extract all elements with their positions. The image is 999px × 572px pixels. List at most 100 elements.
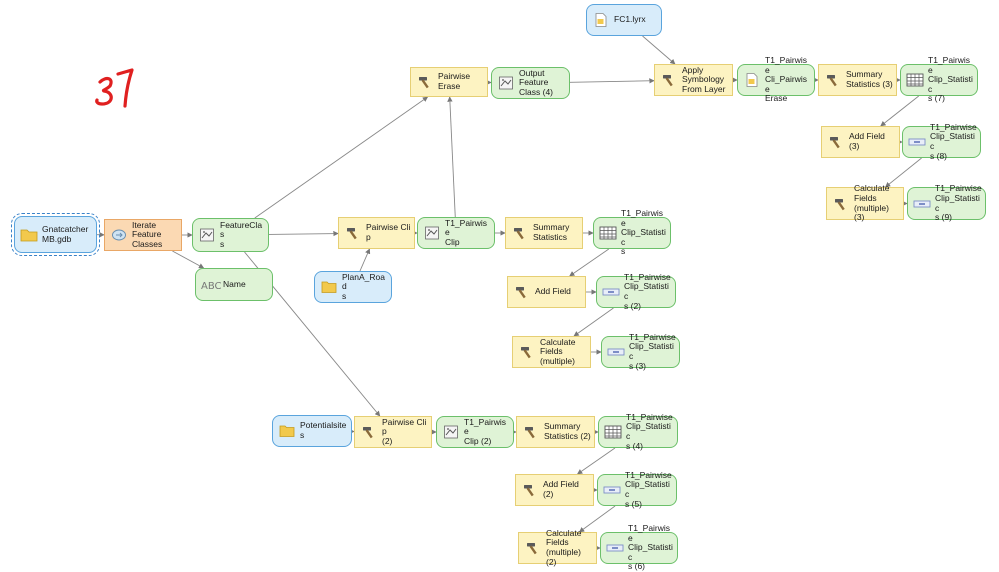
node-sumstat[interactable]: Summary Statistics — [505, 217, 583, 249]
node-label: Add Field (3) — [849, 132, 899, 151]
node-label: T1_Pairwise Clip_Statistic s (5) — [625, 471, 676, 509]
node-label: T1_Pairwise Clip_Statistic s (6) — [628, 524, 677, 572]
connector-t1_s7-to-addfield3[interactable] — [881, 96, 919, 126]
node-label: Pairwise Erase — [438, 72, 487, 91]
table-icon — [605, 424, 621, 440]
hammer-icon — [828, 134, 844, 150]
field-icon — [607, 540, 623, 556]
node-calc[interactable]: Calculate Fields (multiple) — [512, 336, 591, 368]
hammer-icon — [661, 72, 677, 88]
field-icon — [608, 344, 624, 360]
feature-class-icon — [424, 225, 440, 241]
node-t1_clip[interactable]: T1_Pairwise Clip — [417, 217, 495, 249]
node-label: T1_Pairwise Clip (2) — [464, 418, 513, 447]
node-label: Summary Statistics (3) — [846, 70, 896, 89]
node-t1_s4[interactable]: T1_Pairwise Clip_Statistic s (4) — [598, 416, 678, 448]
connector-plana-to-pw_clip[interactable] — [360, 249, 370, 271]
node-label: Add Field (2) — [543, 480, 593, 499]
node-pw_clip[interactable]: Pairwise Clip — [338, 217, 415, 249]
node-apply_sym[interactable]: Apply Symbology From Layer — [654, 64, 733, 96]
node-gdb[interactable]: Gnatcatcher MB.gdb — [14, 216, 97, 253]
node-label: Iterate Feature Classes — [132, 221, 181, 250]
hammer-icon — [522, 482, 538, 498]
node-plana[interactable]: PlanA_Road s — [314, 271, 392, 303]
node-featureclass[interactable]: FeatureClas s — [192, 218, 269, 252]
node-label: Summary Statistics — [533, 223, 582, 242]
hammer-icon — [417, 74, 433, 90]
node-t1_s8[interactable]: T1_Pairwise Clip_Statistic s (8) — [902, 126, 981, 158]
node-label: T1_Pairwise Clip_Statistic s (4) — [626, 413, 677, 451]
node-label: FC1.lyrx — [614, 15, 661, 25]
node-label: T1_Pairwise Clip_Statistic s (3) — [629, 333, 679, 371]
hammer-icon — [833, 196, 849, 212]
node-label: Calculate Fields (multiple) (3) — [854, 184, 903, 222]
connector-t1_s2-to-calc[interactable] — [574, 308, 613, 336]
field-icon — [603, 284, 619, 300]
connector-t1_s4-to-addfield2[interactable] — [578, 448, 615, 474]
node-sumstat2[interactable]: Summary Statistics (2) — [516, 416, 595, 448]
node-label: T1_Pairwise Clip_Statistic s (2) — [624, 273, 675, 311]
handwritten-annotation — [92, 60, 142, 112]
node-iterate[interactable]: Iterate Feature Classes — [104, 219, 182, 251]
node-label: FeatureClas s — [220, 221, 268, 250]
hammer-icon — [361, 424, 377, 440]
node-label: Pairwise Clip (2) — [382, 418, 431, 447]
node-t1_s9[interactable]: T1_Pairwise Clip_Statistic s (9) — [907, 187, 986, 220]
node-t1_s5[interactable]: T1_Pairwise Clip_Statistic s (5) — [597, 474, 677, 506]
connector-out_fc4-to-apply_sym[interactable] — [570, 81, 654, 83]
node-pw_clip2[interactable]: Pairwise Clip (2) — [354, 416, 432, 448]
feature-class-icon — [199, 227, 215, 243]
connector-fc1lyrx-to-apply_sym[interactable] — [643, 36, 675, 64]
connector-featureclass-to-pw_erase[interactable] — [255, 97, 428, 218]
node-label: Add Field — [535, 287, 585, 297]
node-t1_s3[interactable]: T1_Pairwise Clip_Statistic s (3) — [601, 336, 680, 368]
table-icon — [600, 225, 616, 241]
connector-featureclass-to-pw_clip[interactable] — [269, 234, 338, 235]
node-addfield3[interactable]: Add Field (3) — [821, 126, 900, 158]
node-calc2[interactable]: Calculate Fields (multiple) (2) — [518, 532, 597, 564]
table-icon — [907, 72, 923, 88]
node-label: T1_Pairwise Clip — [445, 219, 494, 248]
node-potential[interactable]: Potentialsite s — [272, 415, 352, 447]
node-t1_clip2[interactable]: T1_Pairwise Clip (2) — [436, 416, 514, 448]
node-t1_s[interactable]: T1_Pairwise Clip_Statistic s — [593, 217, 671, 249]
node-label: Calculate Fields (multiple) (2) — [546, 529, 596, 567]
node-label: Output Feature Class (4) — [519, 69, 569, 98]
feature-class-icon — [443, 424, 459, 440]
svg-text:ABC: ABC — [201, 281, 222, 292]
connector-t1_s-to-addfield[interactable] — [570, 249, 609, 276]
connector-t1_clip-to-pw_erase[interactable] — [450, 97, 456, 217]
layer-folder-icon — [321, 279, 337, 295]
node-pw_erase[interactable]: Pairwise Erase — [410, 67, 488, 97]
node-label: Potentialsite s — [300, 421, 351, 440]
node-t1_s2[interactable]: T1_Pairwise Clip_Statistic s (2) — [596, 276, 676, 308]
node-sumstat3[interactable]: Summary Statistics (3) — [818, 64, 897, 96]
hammer-icon — [512, 225, 528, 241]
annotation-37-drawing — [92, 60, 142, 112]
node-label: Pairwise Clip — [366, 223, 414, 242]
hammer-icon — [525, 540, 541, 556]
node-t1_cli_erase[interactable]: T1_Pairwise Cli_Pairwise Erase — [737, 64, 815, 96]
node-label: T1_Pairwise Clip_Statistic s (8) — [930, 123, 980, 161]
hammer-icon — [519, 344, 535, 360]
node-t1_s6[interactable]: T1_Pairwise Clip_Statistic s (6) — [600, 532, 678, 564]
node-label: T1_Pairwise Clip_Statistic s (7) — [928, 56, 977, 104]
layer-file-icon — [593, 12, 609, 28]
node-addfield[interactable]: Add Field — [507, 276, 586, 308]
node-label: T1_Pairwise Clip_Statistic s (9) — [935, 184, 985, 222]
node-label: Name — [223, 280, 272, 290]
field-icon — [909, 134, 925, 150]
node-out_fc4[interactable]: Output Feature Class (4) — [491, 67, 570, 99]
node-label: T1_Pairwise Cli_Pairwise Erase — [765, 56, 814, 104]
node-t1_s7[interactable]: T1_Pairwise Clip_Statistic s (7) — [900, 64, 978, 96]
node-label: Apply Symbology From Layer — [682, 66, 732, 95]
feature-class-icon — [498, 75, 514, 91]
layer-file-icon — [744, 72, 760, 88]
connector-iterate-to-name[interactable] — [172, 251, 203, 268]
node-fc1lyrx[interactable]: FC1.lyrx — [586, 4, 662, 36]
connector-t1_s8-to-calc3[interactable] — [886, 158, 922, 187]
node-calc3[interactable]: Calculate Fields (multiple) (3) — [826, 187, 904, 220]
node-addfield2[interactable]: Add Field (2) — [515, 474, 594, 506]
